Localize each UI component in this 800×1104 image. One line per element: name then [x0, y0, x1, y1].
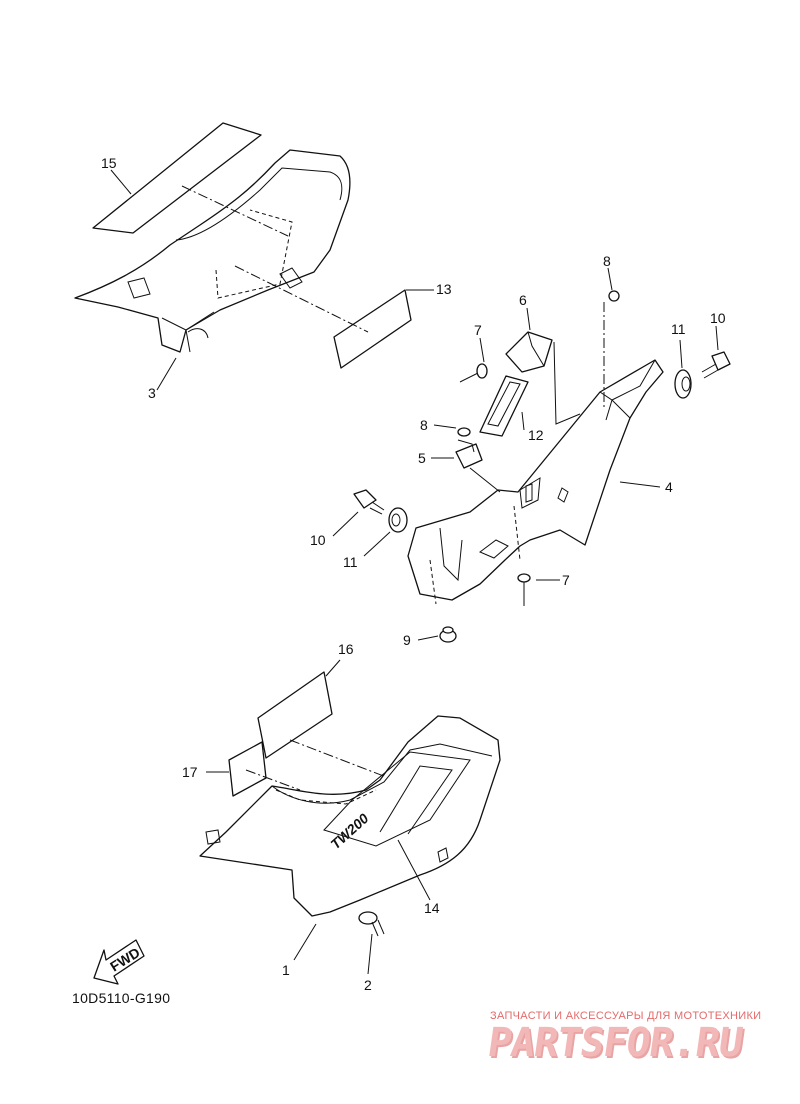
callout-15: 15	[101, 155, 117, 171]
callout-7a: 7	[474, 322, 482, 338]
part-11-grommet-right	[674, 369, 692, 399]
callout-3: 3	[148, 385, 156, 401]
assembly-line-6	[553, 341, 581, 425]
callout-17: 17	[182, 764, 198, 780]
part-10-bolt-right	[701, 351, 731, 379]
callout-5: 5	[418, 450, 426, 466]
part-15-decal	[92, 122, 262, 234]
part-3-upper-side-cover	[74, 149, 351, 353]
callout-6: 6	[519, 292, 527, 308]
watermark-logo: PARTSFOR.RU	[484, 1020, 746, 1066]
part-1-lower-side-cover	[199, 715, 501, 917]
callout-7b: 7	[562, 572, 570, 588]
diagram-code: 10D5110-G190	[72, 990, 171, 1006]
alignment-line-16	[289, 739, 395, 781]
part-11-grommet-left	[388, 507, 408, 533]
fwd-arrow-icon	[93, 939, 145, 985]
callout-13: 13	[436, 281, 452, 297]
assembly-line-5	[469, 467, 501, 493]
part-16-decal	[257, 671, 333, 759]
callout-10b: 10	[310, 532, 326, 548]
watermark-tagline: ЗАПЧАСТИ И АКСЕССУАРЫ ДЛЯ МОТОТЕХНИКИ	[490, 1010, 762, 1022]
callout-11b: 11	[343, 554, 358, 570]
callout-14: 14	[424, 900, 440, 916]
part-9-grommet	[439, 626, 457, 643]
part-4-bracket	[407, 359, 664, 605]
part-13-decal	[333, 289, 412, 369]
alignment-line-17	[245, 769, 301, 791]
part-2-screw	[358, 911, 385, 937]
leader-lines	[110, 169, 719, 975]
alignment-line-13	[234, 265, 369, 333]
callout-2: 2	[364, 977, 372, 993]
callout-4: 4	[665, 479, 673, 495]
callout-8a: 8	[603, 253, 611, 269]
part-5-clip	[455, 439, 483, 469]
alignment-line-15	[181, 185, 289, 237]
part-17-decal	[228, 741, 267, 797]
part-7-rivet-lower	[517, 573, 531, 606]
part-6-bracket	[505, 331, 553, 373]
callout-numbers: 15 3 13 6 7 8 11 10 12 8 5 4 10 11 7 9 1…	[101, 155, 726, 993]
part-8-washer-upper	[608, 290, 620, 302]
callout-9: 9	[403, 632, 411, 648]
callout-11a: 11	[671, 321, 686, 337]
callout-8b: 8	[420, 417, 428, 433]
part-7-rivet-upper	[459, 363, 488, 383]
callout-10a: 10	[710, 310, 726, 326]
part-10-bolt-left	[353, 489, 385, 515]
callout-12: 12	[528, 427, 544, 443]
part-12-strap	[479, 375, 529, 437]
callout-1: 1	[282, 962, 290, 978]
callout-16: 16	[338, 641, 354, 657]
part-8-washer-lower	[457, 427, 471, 437]
